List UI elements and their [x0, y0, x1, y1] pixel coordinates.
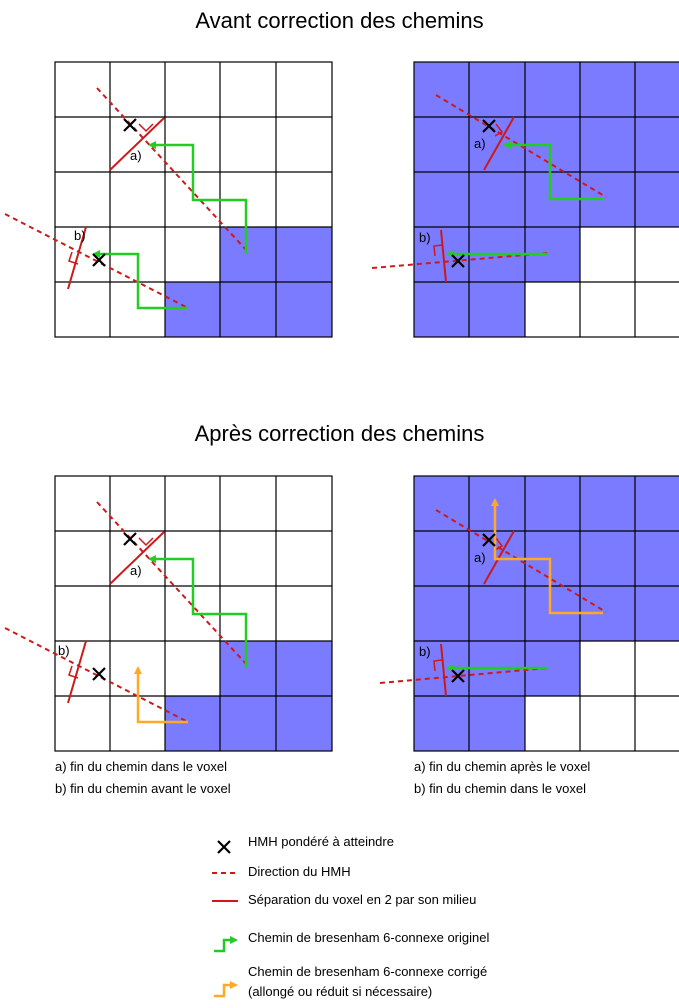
label-b: b): [74, 228, 86, 243]
voxel-filled: [165, 696, 220, 751]
corrected-path: [491, 498, 603, 615]
target-cross-icon: [451, 669, 465, 683]
target-cross-icon: [482, 119, 496, 133]
target-cross-icon: [123, 118, 137, 132]
caption-right-b: b) fin du chemin dans le voxel: [414, 781, 586, 796]
voxel-separation-line: [67, 640, 87, 704]
cross-icon: [217, 840, 231, 854]
voxel-grid: [54, 475, 333, 752]
title-before-correction: Avant correction des chemins: [195, 8, 484, 33]
voxel-grid: [413, 61, 679, 338]
target-cross-icon: [92, 253, 106, 267]
caption-right: a) fin du chemin après le voxel b) fin d…: [414, 756, 590, 800]
corrected-path: [134, 666, 188, 724]
orange-path-arrow-icon: [214, 981, 238, 998]
legend-text: HMH pondéré à atteindre: [248, 834, 394, 849]
right-angle-mark: [138, 537, 154, 547]
caption-left-b: b) fin du chemin avant le voxel: [55, 781, 231, 796]
panel-before-left: a) b): [4, 61, 333, 338]
voxel-separation-line: [440, 229, 447, 283]
right-angle-mark: [433, 244, 443, 257]
right-angle-mark: [433, 659, 443, 672]
hmh-direction-line: [435, 509, 607, 613]
voxel-separation-line: [109, 117, 165, 171]
target-cross-icon: [451, 254, 465, 268]
title-after-correction: Après correction des chemins: [194, 421, 485, 446]
label-a: a): [130, 563, 142, 578]
voxel-separation-line: [483, 116, 515, 171]
hmh-direction-line: [96, 87, 249, 253]
hmh-direction-line: [371, 252, 549, 269]
label-a: a): [474, 136, 486, 151]
legend-text: Direction du HMH: [248, 864, 351, 879]
legend-text: Chemin de bresenham 6-connexe corrigé: [248, 964, 488, 979]
legend-text: (allongé ou réduit si nécessaire): [248, 984, 433, 999]
target-cross-icon: [92, 667, 106, 681]
label-b: b): [419, 644, 431, 659]
original-path: [92, 250, 188, 310]
panel-after-left: a) b): [4, 475, 333, 752]
label-b: b): [58, 643, 70, 658]
panel-before-right: a) b): [371, 61, 679, 338]
right-angle-mark: [68, 251, 79, 265]
target-cross-icon: [123, 532, 137, 546]
legend-icons: [212, 840, 238, 998]
right-angle-mark: [494, 123, 504, 137]
voxel-separation-line: [440, 643, 447, 697]
original-path: [503, 141, 603, 201]
label-a: a): [474, 550, 486, 565]
voxel-empty: [580, 227, 679, 282]
voxel-empty: [580, 641, 679, 696]
caption-left: a) fin du chemin dans le voxel b) fin du…: [55, 756, 231, 800]
panel-after-right: a) b): [379, 475, 679, 752]
label-b: b): [419, 230, 431, 245]
voxel-empty: [525, 696, 679, 751]
green-path-arrow-icon: [214, 936, 238, 953]
right-angle-mark: [68, 665, 79, 679]
target-cross-icon: [482, 533, 496, 547]
voxel-separation-line: [483, 530, 515, 585]
voxel-separation-line: [67, 226, 87, 290]
hmh-direction-line: [379, 667, 549, 684]
legend-text: Chemin de bresenham 6-connexe originel: [248, 930, 490, 945]
voxel-separation-line: [109, 531, 165, 585]
caption-right-a: a) fin du chemin après le voxel: [414, 759, 591, 774]
right-angle-mark: [494, 537, 504, 551]
original-path: [148, 555, 248, 668]
voxel-empty: [525, 282, 679, 337]
right-angle-mark: [138, 123, 154, 133]
legend-text: Séparation du voxel en 2 par son milieu: [248, 892, 477, 907]
original-path: [148, 141, 248, 254]
caption-left-a: a) fin du chemin dans le voxel: [55, 759, 227, 774]
label-a: a): [130, 148, 142, 163]
voxel-filled: [165, 282, 220, 337]
hmh-direction-line: [96, 501, 249, 667]
